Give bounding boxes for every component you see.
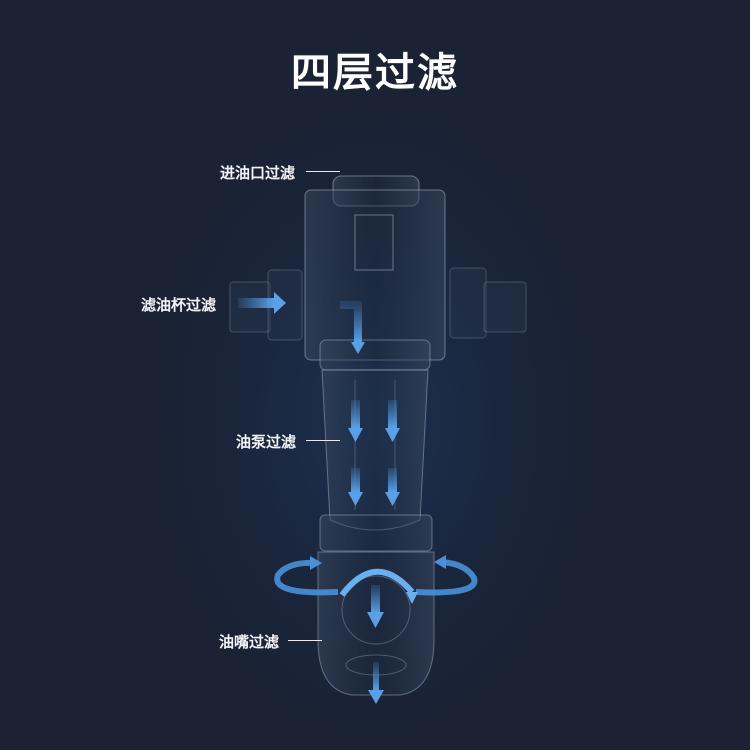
- arrow-down-icon: [385, 468, 400, 506]
- arrow-down-icon: [348, 400, 363, 442]
- arrow-down-icon: [385, 400, 400, 442]
- arrow-down-icon: [348, 468, 363, 506]
- leader-line-inlet: [306, 171, 340, 172]
- label-inlet-filter: 进油口过滤: [220, 164, 296, 182]
- leader-line-pump: [306, 440, 340, 441]
- pump-section: [319, 339, 431, 531]
- arrow-down-icon: [340, 301, 365, 354]
- page-title: 四层过滤: [291, 50, 459, 96]
- arrow-right-icon: [238, 292, 286, 314]
- top-cap: [304, 175, 446, 361]
- coupling: [319, 514, 433, 552]
- arrow-down-icon: [368, 662, 384, 704]
- label-pump-filter: 油泵过滤: [236, 433, 297, 451]
- leader-line-nozzle: [288, 640, 322, 641]
- rotate-icon: [274, 555, 478, 604]
- label-cup-filter: 滤油杯过滤: [141, 296, 217, 314]
- label-nozzle-filter: 油嘴过滤: [219, 633, 280, 651]
- arrow-down-icon: [367, 585, 384, 628]
- right-fitting: [449, 267, 527, 339]
